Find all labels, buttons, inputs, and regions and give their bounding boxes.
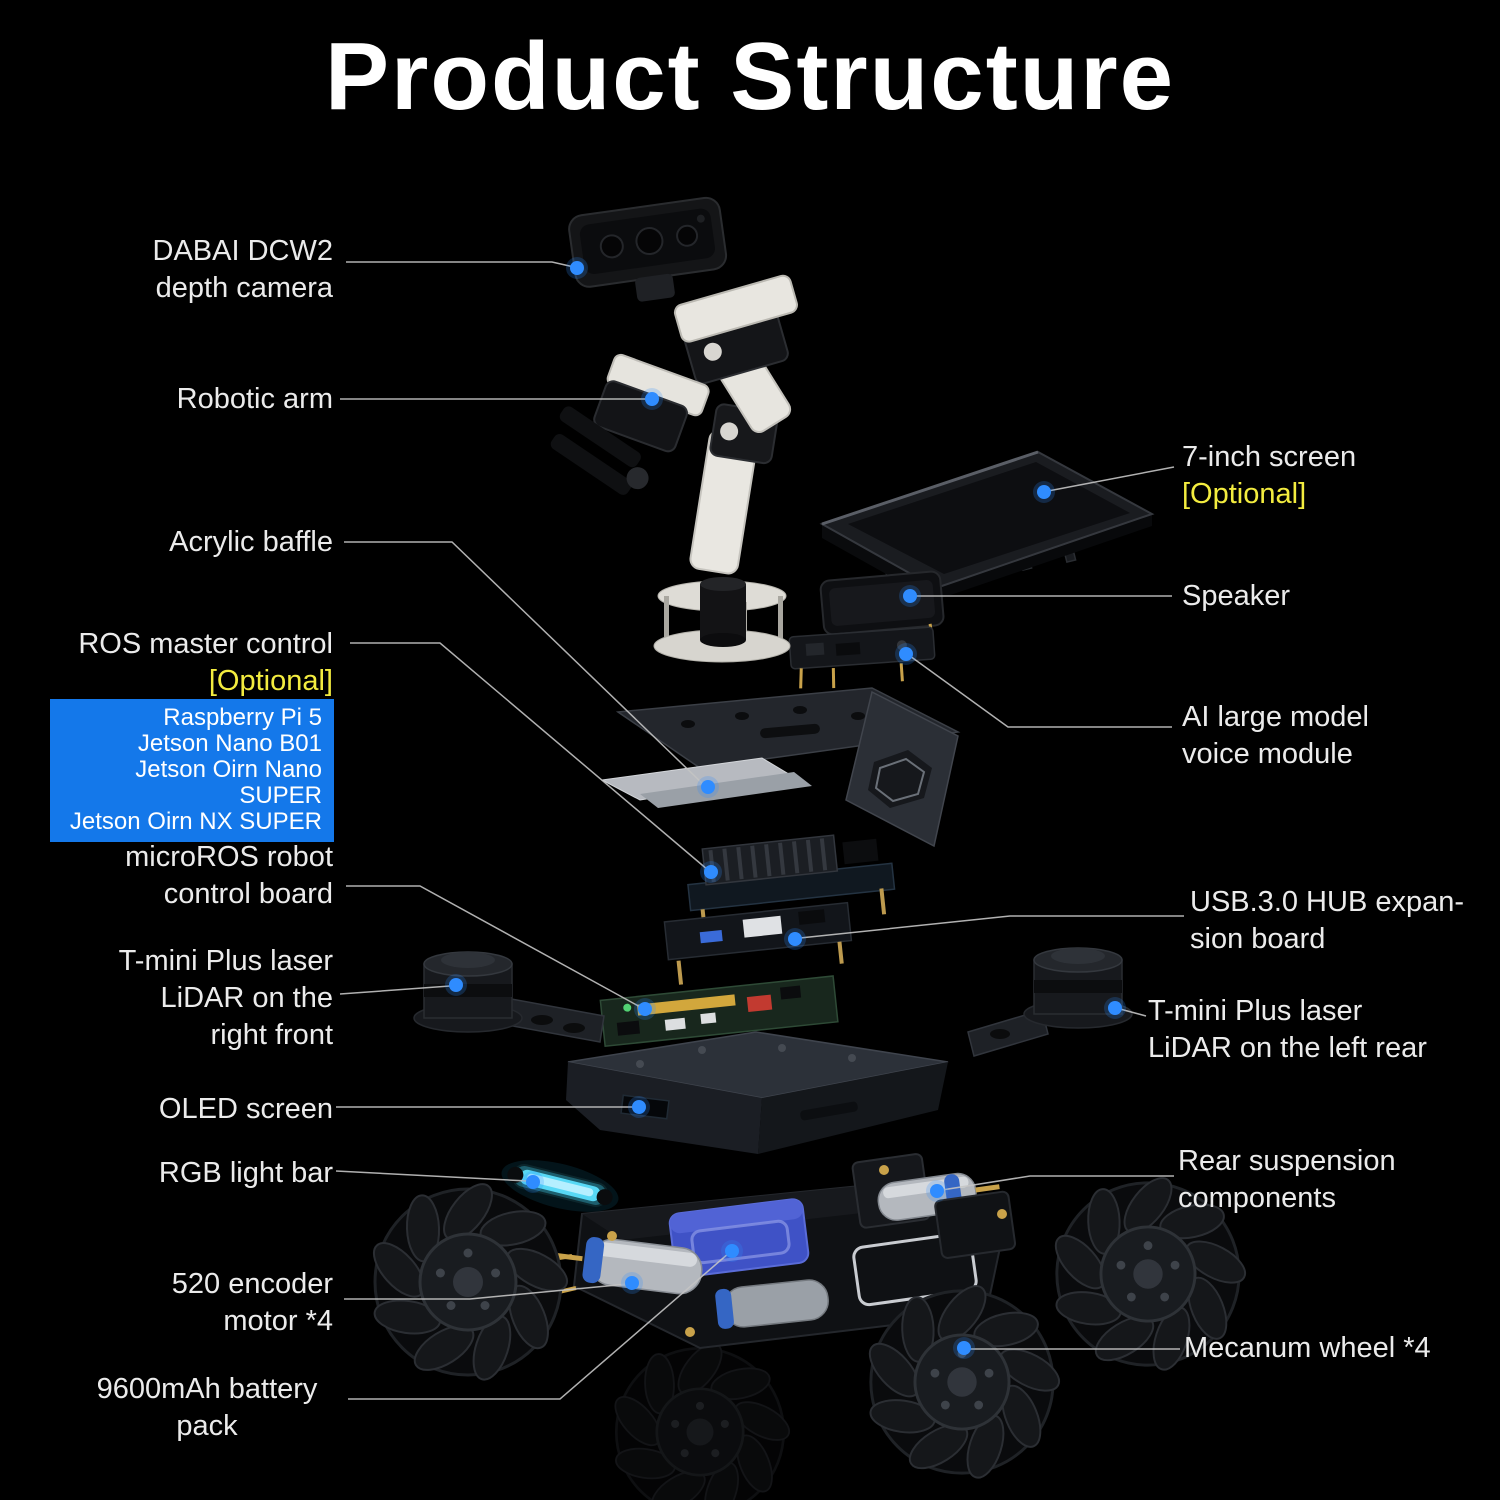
label-usb-hub: USB.3.0 HUB expan- sion board <box>1190 884 1464 958</box>
label-seven-inch-screen: 7-inch screen [Optional] <box>1182 439 1356 513</box>
label-line: T-mini Plus laser <box>118 945 333 977</box>
controller-option: Jetson Oirn Nano SUPER <box>135 756 322 809</box>
lidar-left-rear-art <box>967 947 1133 1057</box>
label-line: voice module <box>1182 738 1353 770</box>
label-line: motor *4 <box>223 1305 333 1337</box>
label-robotic-arm: Robotic arm <box>177 381 333 418</box>
label-line: Mecanum wheel *4 <box>1184 1332 1431 1364</box>
acrylic-plates-art <box>600 687 961 848</box>
label-line: USB.3.0 HUB expan- <box>1190 886 1465 918</box>
label-line: microROS robot <box>125 841 333 873</box>
label-acrylic-baffle: Acrylic baffle <box>169 524 333 561</box>
page-title: Product Structure <box>324 23 1176 130</box>
label-encoder-motor: 520 encoder motor *4 <box>172 1266 333 1340</box>
wheel-art <box>599 1335 801 1500</box>
rgb-bar-art <box>501 1160 619 1212</box>
label-line: Robotic arm <box>176 383 333 415</box>
label-lidar-right-front: T-mini Plus laser LiDAR on the right fro… <box>119 943 333 1054</box>
label-rgb-light-bar: RGB light bar <box>159 1155 333 1192</box>
voice-module-art <box>788 626 936 689</box>
label-line: control board <box>163 878 333 910</box>
leader-lines <box>335 261 1184 1400</box>
label-line: OLED screen <box>158 1093 333 1125</box>
label-rear-suspension: Rear suspension components <box>1178 1143 1396 1217</box>
label-line: 9600mAh battery <box>96 1373 318 1405</box>
label-line: LiDAR on the left rear <box>1148 1032 1427 1064</box>
label-line: ROS master control <box>78 628 333 660</box>
optional-tag: [Optional] <box>208 665 333 697</box>
label-line: Acrylic baffle <box>169 526 333 558</box>
label-line: DABAI DCW2 <box>152 235 333 267</box>
label-line: AI large model <box>1182 701 1369 733</box>
label-microros-board: microROS robot control board <box>125 839 333 913</box>
label-voice-module: AI large model voice module <box>1182 699 1369 773</box>
label-line: sion board <box>1190 923 1326 955</box>
label-line: right front <box>210 1019 334 1051</box>
controller-options-box: Raspberry Pi 5 Jetson Nano B01 Jetson Oi… <box>50 699 334 842</box>
screen-art <box>819 450 1155 602</box>
label-line: depth camera <box>155 272 333 304</box>
optional-tag: [Optional] <box>1182 478 1307 510</box>
label-mecanum-wheel: Mecanum wheel *4 <box>1184 1330 1431 1367</box>
suspension-art <box>851 1153 1017 1259</box>
wheel-art <box>356 1174 580 1395</box>
controller-option: Jetson Oirn NX SUPER <box>69 808 322 835</box>
label-lidar-left-rear: T-mini Plus laser LiDAR on the left rear <box>1148 993 1427 1067</box>
label-line: LiDAR on the <box>160 982 334 1014</box>
robotic-arm-art <box>550 274 798 663</box>
label-oled-screen: OLED screen <box>159 1091 333 1128</box>
controller-option: Raspberry Pi 5 <box>163 704 322 731</box>
control-board-art <box>599 975 839 1048</box>
label-ros-master-control: ROS master control [Optional] <box>78 626 333 700</box>
label-line: T-mini Plus laser <box>1148 995 1363 1027</box>
label-speaker: Speaker <box>1182 578 1290 615</box>
label-depth-camera: DABAI DCW2 depth camera <box>153 233 333 307</box>
label-line: pack <box>176 1410 238 1442</box>
label-line: 7-inch screen <box>1182 441 1357 473</box>
label-battery-pack: 9600mAh battery pack <box>81 1371 333 1445</box>
depth-camera-art <box>568 196 728 302</box>
label-line: RGB light bar <box>158 1157 333 1189</box>
motor-art <box>556 1237 703 1295</box>
controller-option: Jetson Nano B01 <box>137 730 322 757</box>
usb-hub-art <box>663 901 853 985</box>
label-line: 520 encoder <box>171 1268 333 1300</box>
chassis-art <box>566 1031 949 1154</box>
label-line: Rear suspension <box>1178 1145 1396 1177</box>
connector-dots <box>445 257 1126 1359</box>
lidar-right-front-art <box>413 951 605 1043</box>
label-line: Speaker <box>1182 580 1291 612</box>
label-line: components <box>1178 1182 1336 1214</box>
